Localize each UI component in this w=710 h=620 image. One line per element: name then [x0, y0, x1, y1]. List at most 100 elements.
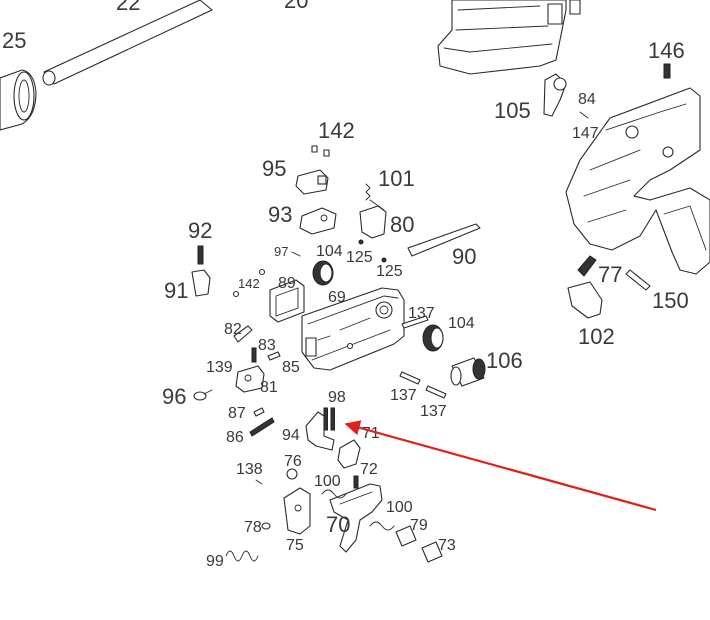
dots-125-part	[358, 239, 387, 263]
label-104-upper: 104	[316, 243, 343, 260]
label-139: 139	[206, 359, 233, 376]
pin-138-part	[255, 479, 263, 485]
lever-82-part	[233, 325, 253, 343]
label-83: 83	[258, 337, 276, 354]
label-104-lower: 104	[448, 315, 475, 332]
label-98: 98	[328, 389, 346, 406]
screw-96-part	[193, 389, 213, 401]
pin-150-part	[625, 269, 651, 291]
block-91-part	[191, 269, 211, 297]
label-72: 72	[360, 461, 378, 478]
pin-87-part	[253, 407, 265, 417]
label-142-top: 142	[318, 118, 355, 143]
label-100-right: 100	[386, 499, 413, 516]
label-85: 85	[282, 359, 300, 376]
label-94: 94	[282, 427, 300, 444]
label-70: 70	[326, 512, 350, 537]
label-82: 82	[224, 321, 242, 338]
label-76: 76	[284, 453, 302, 470]
label-87: 87	[228, 405, 246, 422]
label-93: 93	[268, 202, 292, 227]
label-20: 20	[284, 0, 308, 13]
label-73: 73	[438, 537, 456, 554]
label-142-left: 142	[238, 276, 260, 291]
label-91: 91	[164, 278, 188, 303]
label-79: 79	[410, 517, 428, 534]
label-146: 146	[648, 38, 685, 63]
label-138: 138	[236, 461, 263, 478]
label-69: 69	[328, 289, 346, 306]
screws-142a-part	[311, 145, 330, 157]
trigger-box-69-part	[301, 287, 405, 371]
label-125-left: 125	[346, 249, 373, 266]
pin-92-part	[197, 245, 204, 265]
spring-72-part	[353, 475, 359, 489]
nut-76-part	[286, 468, 298, 480]
label-106: 106	[486, 348, 523, 373]
label-77: 77	[598, 262, 622, 287]
label-99: 99	[206, 553, 224, 570]
label-101: 101	[378, 166, 415, 191]
screw-146-part	[663, 63, 671, 79]
latch-80-part	[359, 205, 387, 239]
pin-83-part	[251, 347, 257, 363]
gear-104a-part	[312, 260, 334, 286]
barrel-tube-part	[42, 0, 213, 86]
receiver-grip-part	[565, 87, 710, 275]
barrel-housing-part	[0, 69, 37, 131]
spring-100b-part	[369, 521, 395, 531]
label-89: 89	[278, 275, 296, 292]
selector-lever-105-part	[543, 73, 567, 117]
label-137-mid: 137	[390, 387, 417, 404]
pin-84-part	[579, 111, 589, 119]
lever-94-part	[305, 411, 335, 451]
spring-86-part	[249, 417, 275, 437]
screws-142b-part	[232, 268, 266, 298]
magazine-part	[437, 0, 581, 75]
label-150: 150	[652, 288, 689, 313]
pin-79-part	[395, 525, 417, 547]
block-139-81-part	[235, 365, 265, 393]
label-100-left: 100	[314, 473, 341, 490]
cylinder-106-part	[450, 357, 486, 387]
pin-137a-part	[401, 315, 429, 329]
pins-137-lower-part	[399, 371, 447, 399]
spring-99-part	[225, 550, 259, 562]
label-80: 80	[390, 212, 414, 237]
label-95: 95	[262, 156, 286, 181]
pins-98-part	[323, 407, 335, 431]
callout-arrow	[344, 420, 657, 512]
label-147: 147	[572, 125, 599, 142]
label-97: 97	[274, 244, 288, 259]
gear-104b-part	[422, 324, 444, 352]
plate-89-part	[269, 279, 305, 323]
block-95-part	[295, 169, 329, 195]
label-25: 25	[2, 28, 26, 53]
label-125-right: 125	[376, 263, 403, 280]
label-78: 78	[244, 519, 262, 536]
label-137-top: 137	[408, 305, 435, 322]
pin-73-part	[421, 541, 443, 563]
label-102: 102	[578, 324, 615, 349]
pin-97-part	[291, 251, 301, 257]
sear-75-part	[283, 487, 311, 535]
label-105: 105	[494, 98, 531, 123]
spring-100a-part	[321, 489, 347, 499]
pin-78-part	[261, 522, 271, 530]
label-22: 22	[116, 0, 140, 15]
block-93-part	[299, 207, 337, 235]
hammer-102-part	[567, 281, 603, 319]
trigger-70-part	[329, 483, 383, 553]
label-92: 92	[188, 218, 212, 243]
spring-77-part	[577, 255, 597, 277]
label-96: 96	[162, 384, 186, 409]
pin-85-part	[267, 351, 281, 361]
label-84: 84	[578, 91, 596, 108]
catch-71-part	[337, 439, 361, 469]
label-86: 86	[226, 429, 244, 446]
rod-90-part	[407, 223, 481, 257]
label-137-bottom: 137	[420, 403, 447, 420]
label-75: 75	[286, 537, 304, 554]
label-81: 81	[260, 379, 278, 396]
